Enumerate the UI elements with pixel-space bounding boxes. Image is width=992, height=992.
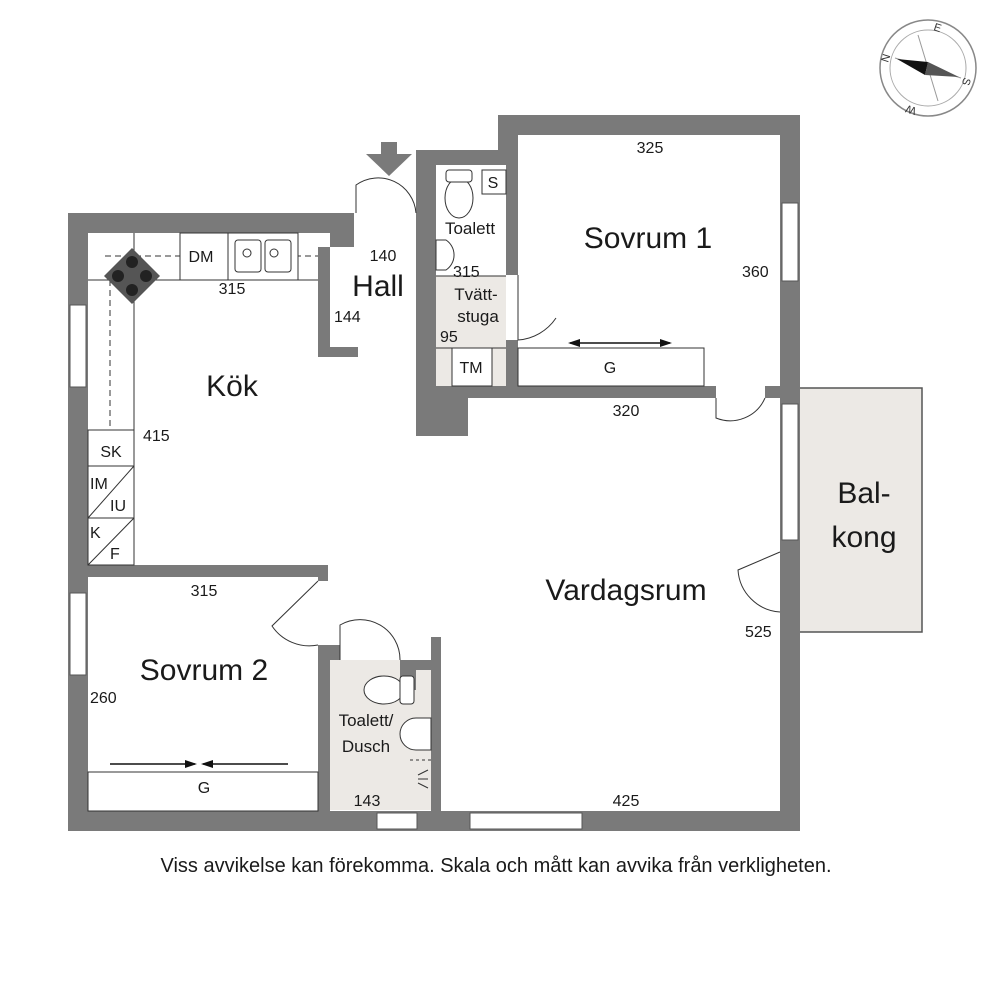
room-label-kitchen: Kök	[206, 370, 259, 403]
label-g-bedroom2: G	[198, 780, 210, 797]
compass-icon: N E S W	[879, 19, 977, 117]
wardrobes	[87, 339, 705, 812]
room-label-balcony-2: kong	[831, 521, 896, 554]
label-dishwasher: DM	[189, 249, 214, 266]
dim-kitchen-depth: 415	[143, 428, 170, 445]
dim-laundry-depth: 95	[440, 329, 458, 346]
label-s: S	[488, 175, 499, 192]
balcony-floor	[783, 387, 923, 633]
dim-kitchen-width: 315	[219, 281, 246, 298]
room-label-laundry-1: Tvätt-	[454, 285, 497, 304]
dim-bedroom2-depth: 260	[90, 690, 117, 707]
dim-hall-width: 140	[370, 248, 397, 265]
entrance-arrow-icon	[366, 142, 412, 176]
dim-bedroom1-depth: 360	[742, 264, 769, 281]
toilet-fixtures	[435, 169, 507, 387]
room-label-balcony-1: Bal-	[837, 477, 890, 510]
room-label-bedroom1: Sovrum 1	[584, 222, 712, 255]
compass-e: E	[932, 21, 943, 35]
dim-bedroom1-width: 325	[637, 140, 664, 157]
dim-bedroom1-wall: 320	[613, 403, 640, 420]
label-sk: SK	[100, 444, 122, 461]
dim-bedroom2-width: 315	[191, 583, 218, 600]
label-im: IM	[90, 476, 108, 493]
room-label-bath-2: Dusch	[342, 737, 390, 756]
label-tm: TM	[459, 360, 482, 377]
room-label-bath-1: Toalett/	[339, 711, 394, 730]
dim-hall-depth: 144	[334, 309, 361, 326]
room-label-living: Vardagsrum	[545, 574, 706, 607]
label-k: K	[90, 525, 101, 542]
disclaimer-text: Viss avvikelse kan förekomma. Skala och …	[160, 855, 832, 877]
label-f: F	[110, 546, 120, 563]
doors	[271, 177, 781, 661]
dim-laundry-width: 315	[453, 264, 480, 281]
bathroom-fixtures	[363, 675, 432, 789]
dim-living-width: 425	[613, 793, 640, 810]
compass-w: W	[904, 102, 918, 117]
dim-living-depth: 525	[745, 624, 772, 641]
windows	[69, 202, 799, 830]
room-label-toilet: Toalett	[445, 219, 495, 238]
room-label-hall: Hall	[352, 270, 404, 303]
label-iu: IU	[110, 498, 126, 515]
room-label-laundry-2: stuga	[457, 307, 499, 326]
room-label-bedroom2: Sovrum 2	[140, 654, 268, 687]
compass-n: N	[879, 53, 893, 64]
compass-s: S	[959, 76, 973, 87]
dim-bath-width: 143	[354, 793, 381, 810]
kitchen-fixtures	[87, 232, 318, 566]
label-g-bedroom1: G	[604, 360, 616, 377]
